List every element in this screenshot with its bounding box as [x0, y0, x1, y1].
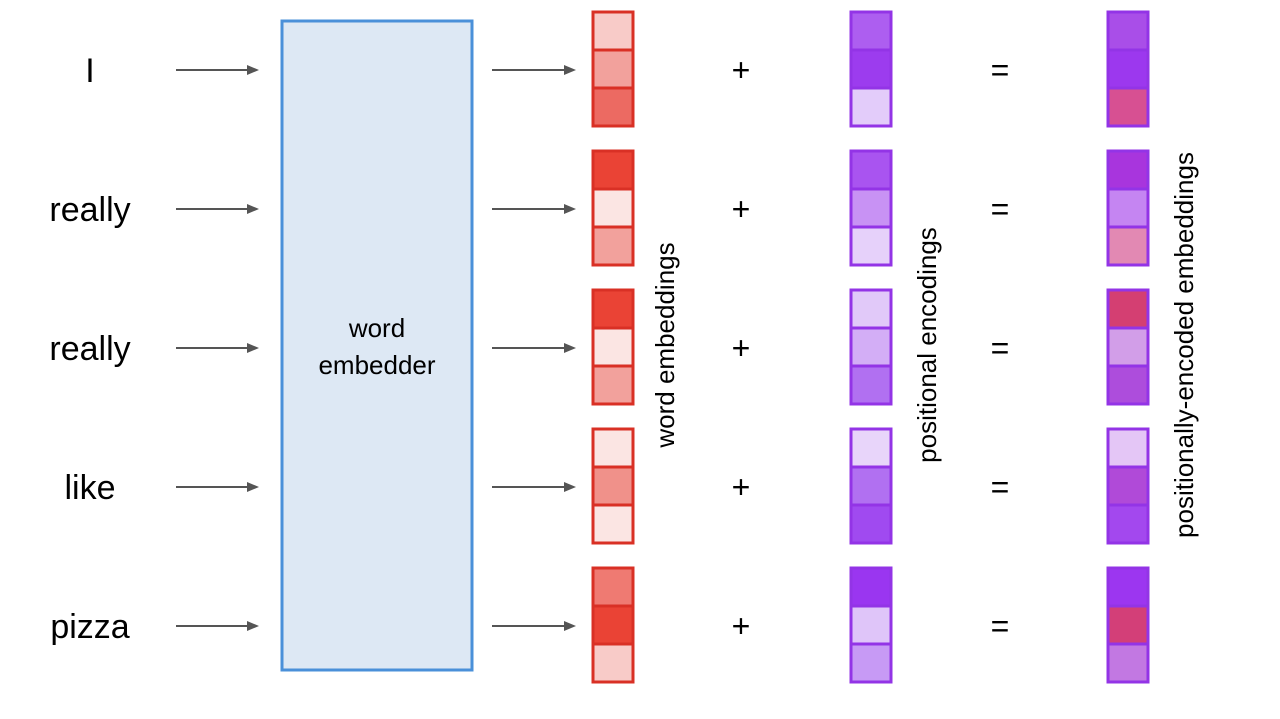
- word-embedder-label-line1: word: [348, 313, 405, 343]
- vector-cell: [591, 187, 635, 229]
- plus-operator: +: [732, 608, 751, 644]
- vector-cell: [591, 566, 635, 608]
- vector-cell: [849, 427, 893, 469]
- word-embedding-vector: [591, 566, 635, 684]
- arrow: [492, 343, 576, 353]
- vector-cell: [1106, 149, 1150, 191]
- vector-cell: [849, 149, 893, 191]
- vector-cell: [591, 503, 635, 545]
- word-embedder-label-line2: embedder: [318, 350, 435, 380]
- word-embeddings-label: word embeddings: [650, 242, 680, 448]
- vector-cell: [849, 642, 893, 684]
- vector-cell: [849, 566, 893, 608]
- token-word: really: [49, 330, 130, 368]
- vector-cell: [1106, 326, 1150, 368]
- vector-cell: [591, 225, 635, 267]
- word-embedder-box: [280, 19, 474, 672]
- vector-cell: [1106, 503, 1150, 545]
- vector-cell: [849, 465, 893, 507]
- vector-cell: [849, 604, 893, 646]
- plus-operator: +: [732, 191, 751, 227]
- token-word: I: [85, 52, 94, 90]
- vector-cell: [591, 288, 635, 330]
- vector-cell: [591, 364, 635, 406]
- vector-cell: [591, 604, 635, 646]
- token-word: really: [49, 191, 130, 229]
- equals-operator: =: [991, 191, 1010, 227]
- vector-cell: [1106, 48, 1150, 90]
- vector-cell: [849, 187, 893, 229]
- vector-cell: [1106, 288, 1150, 330]
- vector-cell: [849, 364, 893, 406]
- vector-cell: [591, 86, 635, 128]
- vector-cell: [849, 288, 893, 330]
- token-column: I really really like pizza: [49, 52, 130, 646]
- positional-encoding-vector: [849, 288, 893, 406]
- positionally-encoded-vector: [1106, 288, 1150, 406]
- operators-group: + = + = + = + = + =: [732, 52, 1010, 644]
- vector-cell: [591, 427, 635, 469]
- arrow: [492, 204, 576, 214]
- arrow: [492, 65, 576, 75]
- vector-cell: [849, 503, 893, 545]
- vector-cell: [591, 642, 635, 684]
- plus-operator: +: [732, 330, 751, 366]
- positionally-encoded-embeddings-label: positionally-encoded embeddings: [1169, 152, 1199, 538]
- arrow: [492, 621, 576, 631]
- arrow: [176, 204, 259, 214]
- vector-cell: [591, 465, 635, 507]
- vector-cell: [1106, 364, 1150, 406]
- token-word: like: [64, 469, 115, 507]
- positional-encodings-label: positional encodings: [912, 227, 942, 463]
- vector-cell: [849, 86, 893, 128]
- word-embedding-vector: [591, 149, 635, 267]
- vector-cell: [591, 48, 635, 90]
- vector-cell: [1106, 10, 1150, 52]
- plus-operator: +: [732, 469, 751, 505]
- vector-cell: [1106, 465, 1150, 507]
- arrows-group: [176, 65, 576, 631]
- vector-cell: [1106, 604, 1150, 646]
- word-embedding-vector: [591, 288, 635, 406]
- vectors-group: [591, 10, 1150, 684]
- vector-cell: [1106, 642, 1150, 684]
- arrow: [176, 65, 259, 75]
- vector-cell: [1106, 427, 1150, 469]
- vector-cell: [849, 326, 893, 368]
- positionally-encoded-vector: [1106, 10, 1150, 128]
- arrow: [492, 482, 576, 492]
- vector-cell: [591, 149, 635, 191]
- equals-operator: =: [991, 469, 1010, 505]
- vector-cell: [1106, 86, 1150, 128]
- positional-encoding-vector: [849, 427, 893, 545]
- positionally-encoded-vector: [1106, 149, 1150, 267]
- positional-encoding-vector: [849, 10, 893, 128]
- vector-cell: [1106, 187, 1150, 229]
- arrow: [176, 621, 259, 631]
- word-embedding-vector: [591, 427, 635, 545]
- equals-operator: =: [991, 52, 1010, 88]
- arrow: [176, 482, 259, 492]
- positional-encoding-vector: [849, 149, 893, 267]
- vector-cell: [849, 48, 893, 90]
- vector-cell: [849, 10, 893, 52]
- vector-cell: [1106, 566, 1150, 608]
- positionally-encoded-vector: [1106, 566, 1150, 684]
- word-embedding-vector: [591, 10, 635, 128]
- vector-cell: [591, 10, 635, 52]
- equals-operator: =: [991, 608, 1010, 644]
- vector-cell: [1106, 225, 1150, 267]
- arrow: [176, 343, 259, 353]
- positionally-encoded-vector: [1106, 427, 1150, 545]
- vector-cell: [591, 326, 635, 368]
- token-word: pizza: [50, 608, 129, 646]
- vector-cell: [849, 225, 893, 267]
- positional-encoding-vector: [849, 566, 893, 684]
- plus-operator: +: [732, 52, 751, 88]
- equals-operator: =: [991, 330, 1010, 366]
